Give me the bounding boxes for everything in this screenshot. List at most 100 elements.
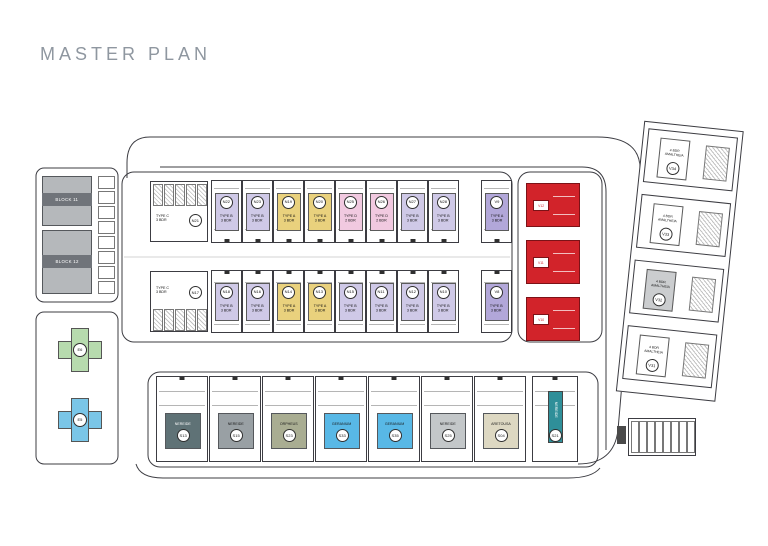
unit-id-badge: S25 bbox=[441, 429, 455, 442]
parking-stall bbox=[671, 421, 679, 453]
house-name-text: GERANIUM bbox=[385, 421, 405, 426]
door-mark bbox=[379, 239, 384, 242]
label-line: 3 BDR bbox=[491, 308, 502, 313]
estate-unit[interactable]: E5 bbox=[58, 398, 102, 442]
unit-id-text: V33 bbox=[661, 231, 670, 237]
unit-id-badge: N25 bbox=[344, 195, 357, 209]
label-line: 2 BDR bbox=[345, 218, 356, 223]
red-villa[interactable]: V11 bbox=[526, 240, 580, 284]
unit-id-badge: S21 bbox=[549, 429, 562, 443]
door-mark bbox=[552, 377, 558, 380]
garage-stall bbox=[681, 342, 710, 379]
unit-id-text: N25 bbox=[346, 199, 355, 205]
garage-stall bbox=[98, 206, 115, 219]
unit-id-badge: N27 bbox=[406, 195, 419, 209]
wall-line bbox=[371, 391, 417, 392]
garage-stall bbox=[164, 309, 174, 331]
label-line: AMALTHEIA bbox=[650, 282, 670, 289]
wall-line bbox=[318, 405, 364, 406]
door-mark bbox=[286, 271, 291, 274]
label-line: TYPE B bbox=[220, 303, 233, 308]
unit-id-text: S35 bbox=[391, 433, 399, 438]
wall-line bbox=[484, 188, 509, 189]
red-villa[interactable]: V12 bbox=[526, 183, 580, 227]
unit-id-text: N19 bbox=[284, 199, 293, 205]
parking-stall bbox=[631, 421, 639, 453]
label-line: TYPE B bbox=[251, 303, 264, 308]
garage-stall bbox=[175, 309, 185, 331]
label-line: TYPE C bbox=[156, 286, 170, 291]
villa-id-box: V10 bbox=[533, 314, 549, 325]
estate-unit[interactable]: E6 bbox=[58, 328, 102, 372]
label-line: TYPE B bbox=[251, 213, 264, 218]
unit-id-badge: N17 bbox=[189, 286, 202, 299]
label-line: 3 BDR bbox=[283, 308, 294, 313]
red-villa[interactable]: V10 bbox=[526, 297, 580, 341]
label-line: TYPE B bbox=[375, 303, 388, 308]
door-mark bbox=[348, 271, 353, 274]
house-label-box: GERANIUM S35 bbox=[377, 413, 413, 449]
parking-stall bbox=[679, 421, 687, 453]
roof-line bbox=[553, 196, 575, 197]
south-house[interactable]: GERANIUM S35 bbox=[368, 376, 420, 462]
label-line: TYPE B bbox=[437, 303, 450, 308]
garage-stall bbox=[98, 176, 115, 189]
unit-id-text: N26 bbox=[377, 199, 386, 205]
label-line: TYPE D bbox=[374, 213, 389, 218]
unit-id-badge: S13 bbox=[176, 429, 190, 442]
label-line: TYPE B bbox=[344, 303, 357, 308]
unit-id-badge: V31 bbox=[644, 358, 659, 373]
utility-block bbox=[617, 426, 626, 444]
road-edge bbox=[160, 166, 607, 450]
wall-line bbox=[265, 391, 311, 392]
unit-id-text: N14 bbox=[284, 289, 293, 295]
unit-id-text: E6 bbox=[77, 347, 83, 352]
unit-id-text: N16 bbox=[253, 289, 262, 295]
